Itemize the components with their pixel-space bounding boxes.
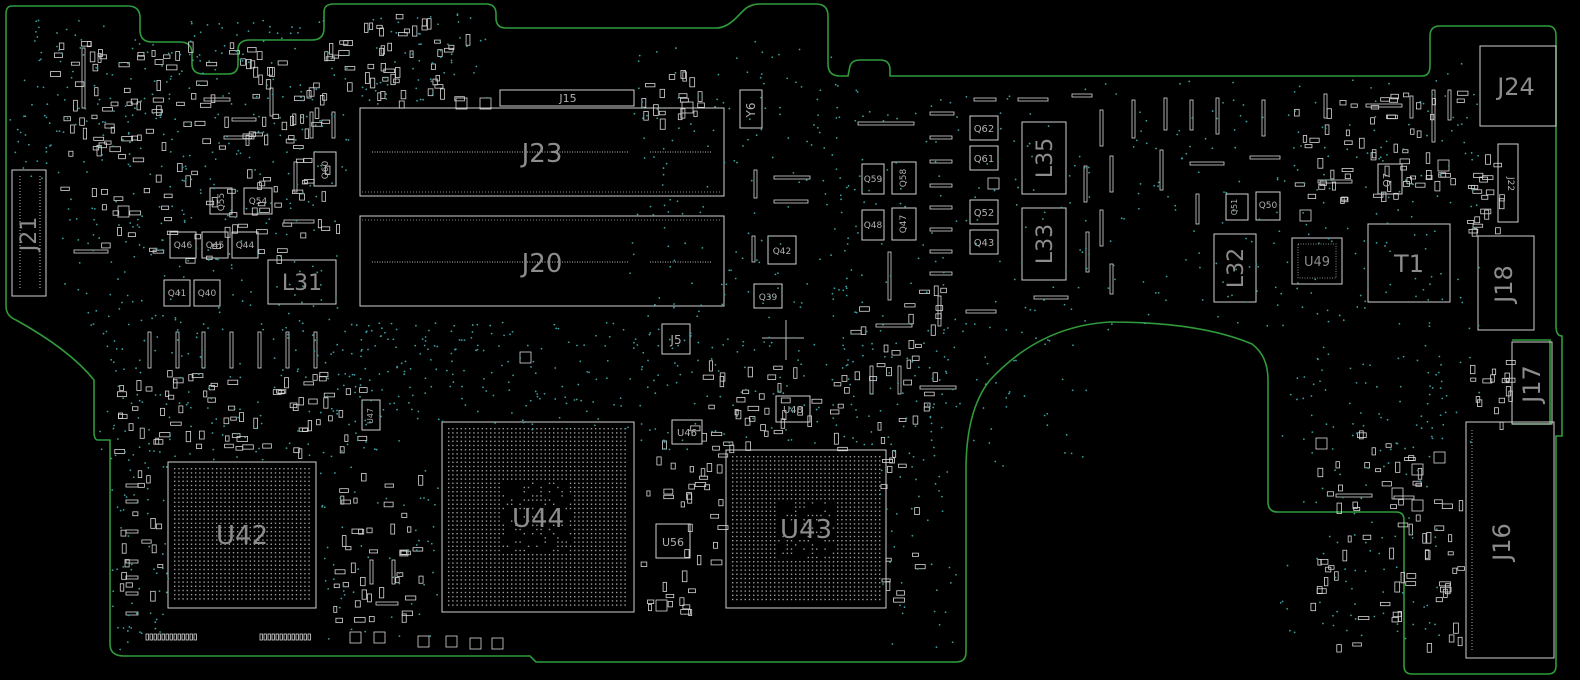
- label-q45: Q45: [206, 241, 225, 251]
- transistor-q45: [201, 231, 229, 259]
- connector-j15: [499, 89, 635, 107]
- transistor-q60: [313, 151, 337, 187]
- label-q59: Q59: [864, 175, 883, 185]
- bga-ball-arrays: [174, 428, 881, 606]
- label-q60: Q60: [321, 160, 331, 179]
- label-q46: Q46: [174, 241, 193, 251]
- connector-j16: [1465, 421, 1555, 659]
- connector-j17: [1511, 341, 1553, 425]
- label-j17: J17: [1518, 365, 1546, 405]
- board-outline: [5, 3, 1563, 675]
- connector-j20: [359, 215, 725, 307]
- label-q48: Q48: [864, 221, 883, 231]
- chip-u46: [671, 419, 703, 445]
- label-q52: Q52: [974, 208, 995, 219]
- label-j16: J16: [1488, 523, 1516, 563]
- chip-u43: [725, 449, 887, 609]
- connector-j22: [1497, 143, 1519, 223]
- label-q55: Q55: [217, 193, 227, 212]
- label-q50: Q50: [1259, 201, 1278, 211]
- transistor-q42: [767, 235, 797, 265]
- crystal-y6: [739, 89, 763, 129]
- label-q51: Q51: [1230, 199, 1239, 215]
- label-u42: U42: [216, 521, 268, 551]
- label-q58: Q58: [899, 168, 909, 187]
- inductor-l35: [1021, 121, 1067, 195]
- label-j23: J23: [520, 139, 563, 169]
- label-l32: L32: [1224, 248, 1249, 288]
- transistor-q62: [969, 115, 999, 141]
- transistor-q59: [861, 163, 885, 195]
- inductor-l33: [1021, 207, 1067, 281]
- label-j15: J15: [558, 92, 576, 105]
- label-q44: Q44: [236, 241, 255, 251]
- label-u48: U48: [783, 405, 803, 416]
- board-vias: [9, 13, 1481, 651]
- transistor-q50: [1255, 191, 1281, 221]
- label-q47: Q47: [899, 215, 909, 234]
- label-u44: U44: [512, 504, 564, 534]
- label-t1: T1: [1393, 250, 1424, 278]
- label-u43: U43: [780, 515, 832, 545]
- connector-j24: [1479, 45, 1557, 127]
- label-q54: Q54: [249, 197, 268, 207]
- label-q41: Q41: [168, 289, 187, 299]
- transistor-q40: [193, 279, 221, 307]
- label-j20: J20: [520, 249, 563, 279]
- transistor-q7: [1377, 163, 1403, 195]
- label-q61: Q61: [974, 154, 995, 165]
- label-j22: J22: [1505, 176, 1515, 191]
- chip-u49: [1291, 237, 1343, 285]
- label-j18: J18: [1490, 265, 1518, 305]
- label-l31: L31: [282, 271, 322, 296]
- passive-components: [50, 13, 1516, 653]
- label-j21: J21: [17, 217, 42, 253]
- label-y6: Y6: [744, 103, 758, 119]
- label-q39: Q39: [759, 293, 778, 303]
- label-j5: J5: [669, 333, 681, 347]
- label-u49: U49: [1304, 255, 1330, 270]
- transistor-q58: [891, 161, 917, 195]
- connector-j18: [1477, 235, 1535, 331]
- label-l33: L33: [1033, 224, 1058, 264]
- connector-j5: [661, 323, 691, 355]
- label-q43: Q43: [974, 238, 995, 249]
- label-u46: U46: [677, 428, 697, 439]
- chip-u42: [167, 461, 317, 609]
- label-j24: J24: [1495, 73, 1535, 101]
- transistor-q61: [969, 145, 999, 171]
- label-q7: Q7: [1382, 173, 1393, 187]
- label-l35: L35: [1033, 138, 1058, 178]
- label-q40: Q40: [198, 289, 217, 299]
- transistor-q52: [969, 199, 999, 225]
- transistor-q39: [753, 283, 783, 309]
- connector-j21: [11, 169, 47, 297]
- transistor-q48: [861, 209, 885, 241]
- label-q62: Q62: [974, 124, 995, 135]
- transistor-q47: [891, 207, 917, 241]
- transistor-q46: [169, 231, 197, 259]
- transistor-q43: [969, 229, 999, 255]
- label-u56: U56: [662, 536, 684, 549]
- inductor-l32: [1213, 233, 1257, 303]
- connector-j23: [359, 107, 725, 197]
- label-u47: U47: [366, 408, 375, 424]
- inductor-l31: [267, 259, 337, 305]
- transformer-t1: [1367, 223, 1451, 303]
- label-q42: Q42: [773, 247, 792, 257]
- transistor-q44: [231, 231, 259, 259]
- chip-u48: [775, 395, 811, 423]
- chip-u44: [441, 421, 635, 613]
- transistor-q51: [1225, 193, 1249, 221]
- chip-u56: [655, 523, 691, 559]
